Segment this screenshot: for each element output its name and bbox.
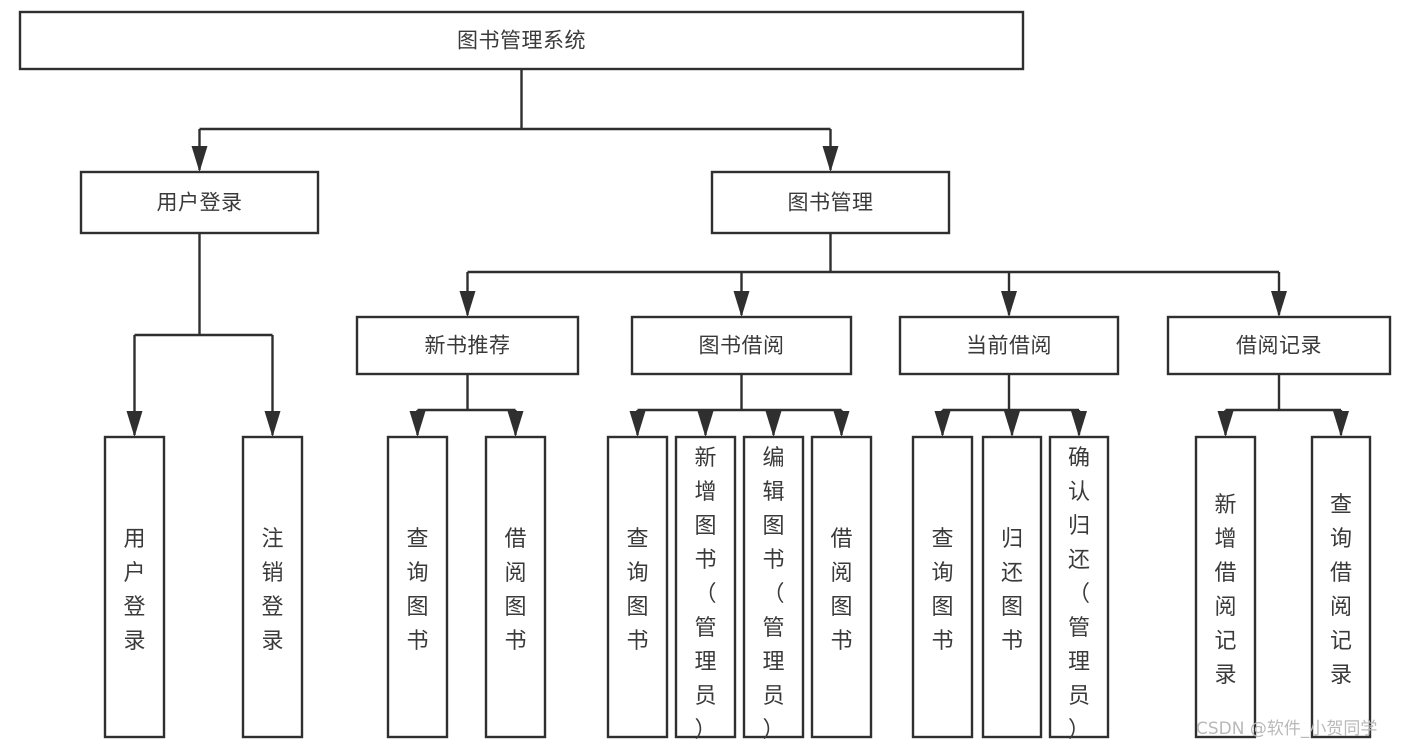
node-level2-1[interactable]: [630, 315, 853, 376]
node-label-leaf-8: 查询图书: [931, 527, 953, 654]
node-label-leaf-5: 新增图书（管理员）: [694, 446, 716, 743]
node-label-level2-3: 借阅记录: [1236, 334, 1322, 358]
node-label-level2-2: 当前借阅: [966, 334, 1052, 358]
node-leaf-12[interactable]: [1310, 435, 1372, 739]
node-leaf-6[interactable]: [742, 435, 805, 739]
node-level1-1[interactable]: [710, 170, 951, 235]
csdn-watermark: CSDN @软件_小贺同学: [1196, 719, 1377, 739]
node-label-leaf-4: 查询图书: [626, 527, 648, 654]
node-label-level1-0: 用户登录: [157, 191, 243, 215]
node-label-leaf-2: 查询图书: [406, 527, 428, 654]
arrow-head-icon: [629, 411, 646, 437]
node-level1-0[interactable]: [79, 170, 320, 235]
node-label-root: 图书管理系统: [457, 29, 586, 53]
node-label-level2-1: 图书借阅: [699, 334, 785, 358]
node-leaf-11[interactable]: [1194, 435, 1257, 739]
arrow-head-icon: [409, 411, 426, 437]
arrow-head-icon: [1271, 291, 1287, 317]
node-label-leaf-1: 注销登录: [261, 527, 283, 654]
arrow-head-icon: [833, 411, 850, 437]
node-label-leaf-10: 确认归还（管理员）: [1068, 446, 1090, 743]
arrow-head-icon: [934, 411, 951, 437]
arrow-head-icon: [822, 146, 839, 172]
node-leaf-7[interactable]: [810, 435, 873, 739]
node-leaf-10[interactable]: [1048, 435, 1110, 739]
node-label-leaf-11: 新增借阅记录: [1214, 493, 1236, 688]
node-leaf-8[interactable]: [911, 435, 974, 739]
node-label-leaf-3: 借阅图书: [504, 527, 526, 654]
node-label-leaf-7: 借阅图书: [830, 527, 852, 654]
arrow-head-icon: [1333, 411, 1349, 437]
connectors-layer: [126, 69, 1349, 437]
arrow-head-icon: [264, 411, 281, 437]
arrow-head-icon: [733, 291, 750, 317]
node-label-leaf-0: 用户登录: [123, 527, 145, 654]
node-label-leaf-12: 查询借阅记录: [1330, 493, 1352, 688]
node-leaf-0[interactable]: [103, 435, 166, 739]
arrow-head-icon: [191, 146, 208, 172]
arrow-head-icon: [697, 411, 714, 437]
node-label-leaf-9: 归还图书: [1001, 527, 1023, 654]
node-label-leaf-6: 编辑图书（管理员）: [762, 446, 784, 743]
labels-layer: 图书管理系统用户登录图书管理新书推荐图书借阅当前借阅借阅记录用户登录注销登录查询…: [123, 29, 1352, 744]
arrow-head-icon: [765, 411, 782, 437]
arrow-head-icon: [1001, 291, 1017, 317]
node-label-level1-1: 图书管理: [788, 191, 874, 215]
arrow-head-icon: [126, 411, 143, 437]
arrow-head-icon: [1217, 411, 1234, 437]
node-leaf-4[interactable]: [606, 435, 669, 739]
node-leaf-3[interactable]: [484, 435, 547, 739]
node-label-level2-0: 新书推荐: [425, 334, 511, 358]
arrow-head-icon: [1071, 411, 1087, 437]
node-leaf-2[interactable]: [386, 435, 449, 739]
node-leaf-9[interactable]: [981, 435, 1043, 739]
node-leaf-5[interactable]: [674, 435, 737, 739]
arrow-head-icon: [507, 411, 524, 437]
node-root-book-management-system[interactable]: [18, 10, 1025, 71]
boxes-layer: [18, 10, 1392, 739]
node-level2-0[interactable]: [355, 315, 580, 376]
arrow-head-icon: [1004, 411, 1020, 437]
arrow-head-icon: [459, 291, 476, 317]
node-leaf-1[interactable]: [241, 435, 304, 739]
node-level2-2[interactable]: [898, 315, 1120, 376]
node-level2-3[interactable]: [1166, 315, 1392, 376]
